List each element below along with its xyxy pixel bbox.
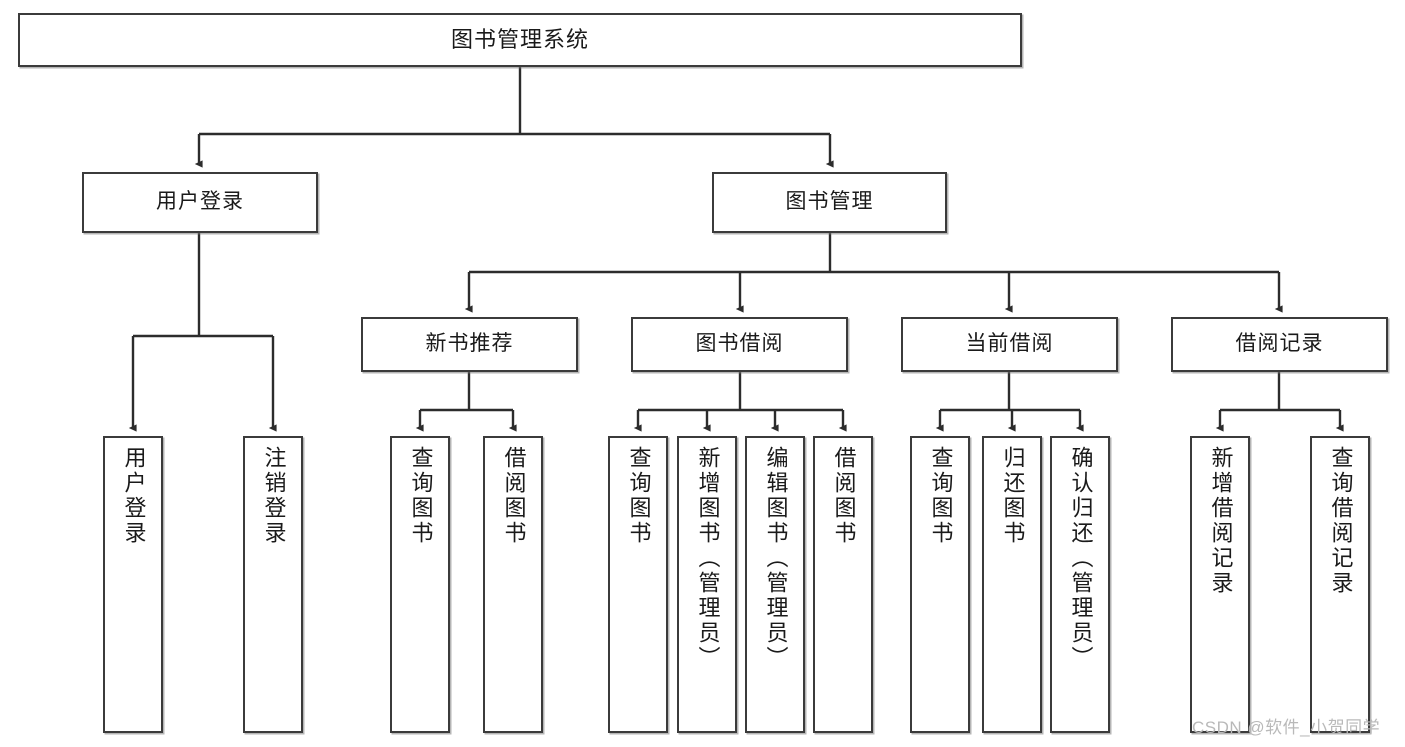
- node-label: 用户登录: [156, 190, 244, 214]
- node-leaf-new-book-borrow[interactable]: 借阅图书: [483, 436, 543, 733]
- node-leaf-user-login-signout[interactable]: 注销登录: [243, 436, 303, 733]
- node-label: 图书管理: [785, 190, 874, 214]
- node-leaf-book-borrow-edit[interactable]: 编辑图书（管理员）: [745, 436, 805, 733]
- node-leaf-current-borrow-return[interactable]: 归还图书: [982, 436, 1042, 733]
- node-label: 借阅图书: [831, 446, 857, 546]
- node-label: 查询图书: [626, 446, 652, 546]
- node-label: 新增借阅记录: [1208, 446, 1234, 596]
- node-leaf-user-login-signin[interactable]: 用户登录: [103, 436, 163, 733]
- node-leaf-borrow-record-add[interactable]: 新增借阅记录: [1190, 436, 1250, 733]
- node-leaf-book-borrow-query[interactable]: 查询图书: [608, 436, 668, 733]
- csdn-watermark: CSDN @软件_小贺同学: [1192, 718, 1381, 737]
- node-label: 查询借阅记录: [1328, 446, 1354, 596]
- node-borrowing-record[interactable]: 借阅记录: [1171, 317, 1388, 372]
- node-label: 新增图书（管理员）: [695, 446, 721, 671]
- node-book-borrowing[interactable]: 图书借阅: [631, 317, 848, 372]
- node-label: 图书管理系统: [450, 27, 589, 53]
- node-label: 查询图书: [408, 446, 434, 546]
- node-new-book-recommendation[interactable]: 新书推荐: [361, 317, 578, 372]
- node-label: 借阅图书: [501, 446, 527, 546]
- node-user-login[interactable]: 用户登录: [82, 172, 318, 233]
- node-label: 新书推荐: [425, 332, 514, 356]
- node-leaf-current-borrow-query[interactable]: 查询图书: [910, 436, 970, 733]
- node-root-book-management-system[interactable]: 图书管理系统: [18, 13, 1022, 67]
- node-leaf-book-borrow-lend[interactable]: 借阅图书: [813, 436, 873, 733]
- node-label: 编辑图书（管理员）: [763, 446, 789, 671]
- node-label: 归还图书: [1000, 446, 1026, 546]
- node-leaf-current-borrow-confirm-return[interactable]: 确认归还（管理员）: [1050, 436, 1110, 733]
- node-book-management[interactable]: 图书管理: [712, 172, 947, 233]
- node-leaf-new-book-query[interactable]: 查询图书: [390, 436, 450, 733]
- node-leaf-book-borrow-add[interactable]: 新增图书（管理员）: [677, 436, 737, 733]
- node-label: 图书借阅: [695, 332, 784, 356]
- node-label: 当前借阅: [965, 332, 1054, 356]
- node-label: 借阅记录: [1235, 332, 1324, 356]
- node-label: 查询图书: [928, 446, 954, 546]
- node-label: 注销登录: [261, 446, 287, 546]
- node-leaf-borrow-record-query[interactable]: 查询借阅记录: [1310, 436, 1370, 733]
- node-current-borrowing[interactable]: 当前借阅: [901, 317, 1118, 372]
- node-label: 用户登录: [121, 446, 147, 546]
- node-label: 确认归还（管理员）: [1068, 446, 1094, 671]
